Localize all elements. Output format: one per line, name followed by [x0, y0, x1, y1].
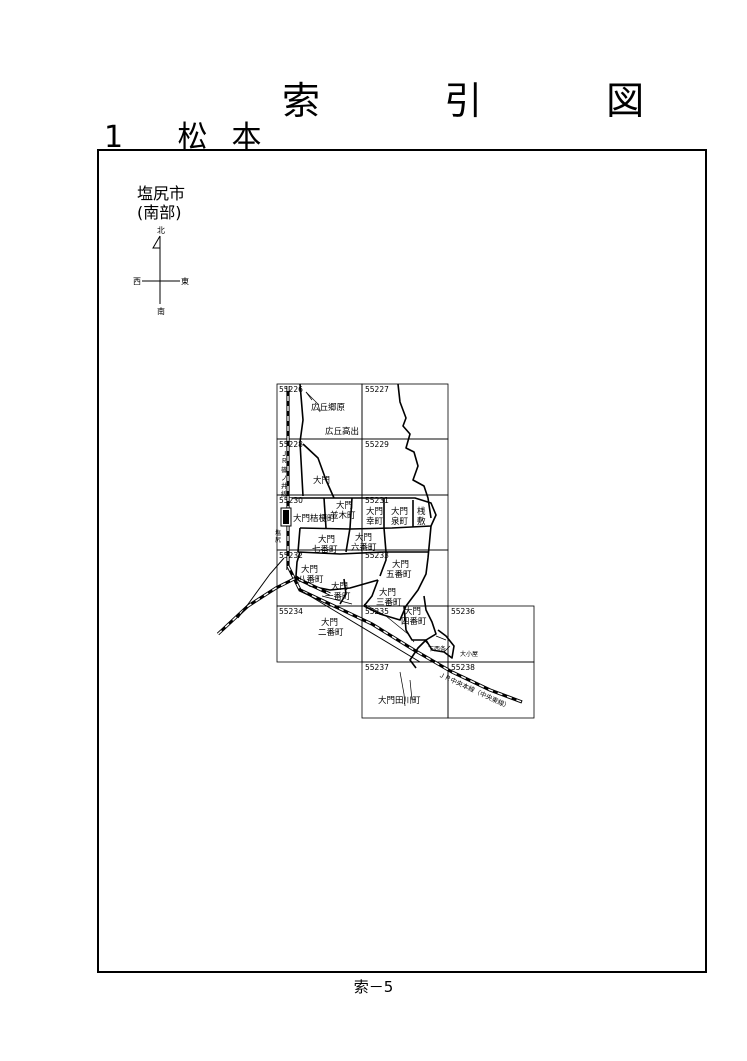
place-daimon-6: 六番町 [351, 542, 377, 553]
sheet-number: 55231 [365, 496, 389, 505]
place-daimon-namiki: 大門 [336, 500, 353, 511]
place-sajiki: 敷 [417, 516, 426, 527]
sheet-cell-55238 [447, 661, 535, 719]
sheet-number: 55228 [279, 440, 303, 449]
city-label: 塩尻市 (南部) [137, 184, 185, 222]
station-shiojiri: 尻 [275, 537, 281, 544]
place-okoya: 大小屋 [460, 650, 478, 658]
page-number: 索－5 [353, 978, 394, 996]
place-daimon-saiwai: 大門 [366, 506, 383, 517]
sheet-grid [276, 383, 535, 719]
place-daimon-7: 大門 [318, 534, 335, 545]
place-daimon-8: 大門 [301, 564, 318, 575]
place-daimon-7: 七番町 [312, 544, 338, 555]
place-hirooka-takaide: 広丘高出 [325, 426, 359, 437]
sheet-number: 55234 [279, 607, 303, 616]
place-daimon-4: 四番町 [401, 616, 427, 627]
place-daimon-2: 大門 [321, 617, 338, 628]
place-sajiki: 桟 [417, 506, 426, 517]
compass-south: 南 [157, 306, 165, 316]
place-daimon-1: 一番町 [325, 591, 351, 602]
sheet-number: 55236 [451, 607, 475, 616]
railway-lines [216, 386, 523, 704]
place-daimon-2: 二番町 [318, 627, 344, 638]
map-frame [97, 149, 707, 973]
place-daimon-3: 三番町 [376, 597, 402, 608]
city-area: (南部) [137, 203, 182, 222]
compass-east: 東 [181, 276, 189, 286]
place-daimon-tagawa: 大門田川町 [378, 695, 421, 706]
place-shimonishijo: 下西条 [428, 645, 446, 653]
city-name: 塩尻市 [137, 184, 186, 203]
sheet-number: 55226 [279, 385, 303, 394]
place-daimon-saiwai: 幸町 [366, 517, 384, 527]
sheet-number: 55233 [365, 551, 389, 560]
page-title: 索 引 図 [282, 79, 701, 123]
rail-label-shinonoi: 井 [281, 481, 288, 490]
section-number: 1 [104, 120, 124, 155]
place-daimon-4: 大門 [404, 606, 421, 617]
place-daimon-izumi: 泉町 [391, 516, 409, 527]
rail-label-shinonoi: Ｊ [281, 450, 288, 458]
place-daimon: 大門 [313, 475, 330, 486]
compass-west: 西 [133, 277, 141, 286]
sheet-number: 55232 [279, 551, 303, 560]
place-daimon-izumi: 大門 [391, 506, 408, 517]
sheet-number: 55238 [451, 663, 475, 672]
place-daimon-6: 大門 [355, 532, 372, 543]
place-hirooka-goubara: 広丘郷原 [311, 402, 345, 413]
rail-label-shinonoi: 篠 [281, 465, 288, 474]
place-daimon-8: 八番町 [298, 574, 324, 585]
sheet-number: 55237 [365, 663, 389, 672]
sheet-number: 55229 [365, 440, 389, 449]
compass-rose: 北 南 西 東 [133, 226, 189, 316]
district-boundaries [292, 383, 455, 669]
place-daimon-3: 大門 [379, 587, 396, 598]
rail-label-shinonoi: ノ [281, 474, 288, 482]
sheet-number: 55230 [279, 496, 303, 505]
sheet-number: 55227 [365, 385, 389, 394]
compass-north: 北 [157, 226, 165, 235]
roads [305, 391, 451, 707]
place-daimon-namiki: 並木町 [330, 510, 356, 521]
rail-label-shinonoi: 線 [281, 489, 288, 498]
place-daimon-1: 大門 [331, 581, 348, 592]
station-shiojiri: 塩 [275, 529, 281, 537]
rail-label-shinonoi: Ｒ [281, 457, 288, 465]
place-daimon-5: 五番町 [386, 569, 412, 580]
place-daimon-5: 大門 [392, 559, 409, 570]
place-daimon-kikyou: 大門桔梗町 [293, 513, 336, 524]
